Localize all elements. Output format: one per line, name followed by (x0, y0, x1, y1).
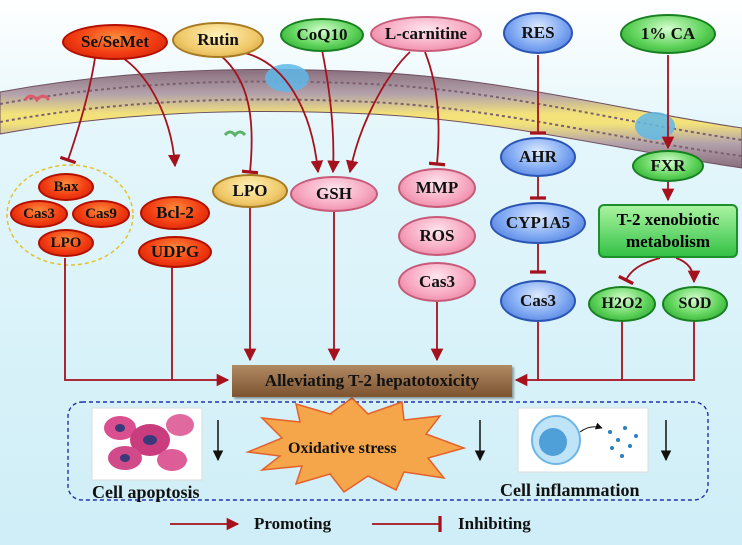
membrane-protein (635, 112, 675, 140)
node-cas9: Cas9 (72, 200, 130, 228)
node-rutin: Rutin (172, 22, 264, 58)
node-bcl2: Bcl-2 (140, 196, 210, 230)
apoptotic-cells (104, 414, 194, 471)
node-ahr: AHR (500, 137, 576, 177)
node-cas3-a: Cas3 (10, 200, 68, 228)
node-lpo-a: LPO (38, 229, 94, 257)
node-se-semet: Se/SeMet (62, 24, 168, 60)
edge-lcarnitine-promotes-gsh (345, 51, 411, 174)
node-sod: SOD (662, 286, 728, 322)
caption-oxidative-stress: Oxidative stress (288, 440, 397, 457)
edge-metabolism-promotes-sod (675, 257, 701, 284)
node-gsh: GSH (290, 176, 378, 212)
node-h2o2: H2O2 (588, 286, 656, 322)
node-lpo-b: LPO (212, 174, 288, 208)
group-outline (6, 164, 134, 266)
node-l-carnitine: L-carnitine (370, 16, 482, 52)
oxidative-starburst (245, 397, 467, 494)
inflammatory-cell (531, 415, 638, 465)
node-xenobiotic-metabolism: T-2 xenobiotic metabolism (598, 204, 738, 258)
center-banner: Alleviating T-2 hepatotoxicity (232, 365, 512, 397)
edge-lcarnitine-inhibits-mmp (424, 51, 446, 167)
edge-se-promotes-bcl2 (119, 55, 181, 168)
cell-membrane (0, 69, 742, 169)
edge-coq10-promotes-gsh (321, 49, 340, 174)
edge-sod-to-center (514, 320, 695, 387)
node-ca: 1% CA (620, 14, 716, 54)
node-coq10: CoQ10 (280, 18, 364, 52)
caption-cell-inflammation: Cell inflammation (500, 480, 640, 500)
node-cyp1a5: CYP1A5 (490, 202, 586, 244)
edge-rutin-promotes-gsh (239, 51, 324, 174)
edge-se-inhibits-group (59, 57, 96, 165)
membrane-protein (265, 64, 309, 92)
node-fxr: FXR (632, 150, 704, 182)
node-cas3-c: Cas3 (500, 280, 576, 322)
edge-rutin-inhibits-lpo (219, 54, 259, 175)
node-bax: Bax (38, 173, 94, 201)
node-mmp: MMP (398, 168, 476, 208)
outcome-panel (67, 401, 709, 501)
node-cas3-b: Cas3 (398, 262, 476, 302)
caption-cell-apoptosis: Cell apoptosis (92, 482, 200, 502)
legend-inhibiting-label: Inhibiting (458, 514, 531, 533)
edge-metabolism-inhibits-h2o2 (618, 257, 661, 286)
legend-promoting-label: Promoting (254, 514, 332, 533)
node-res: RES (503, 12, 573, 54)
node-udpg: UDPG (138, 236, 212, 268)
node-ros: ROS (398, 216, 476, 256)
edge-group-to-center (64, 258, 230, 387)
